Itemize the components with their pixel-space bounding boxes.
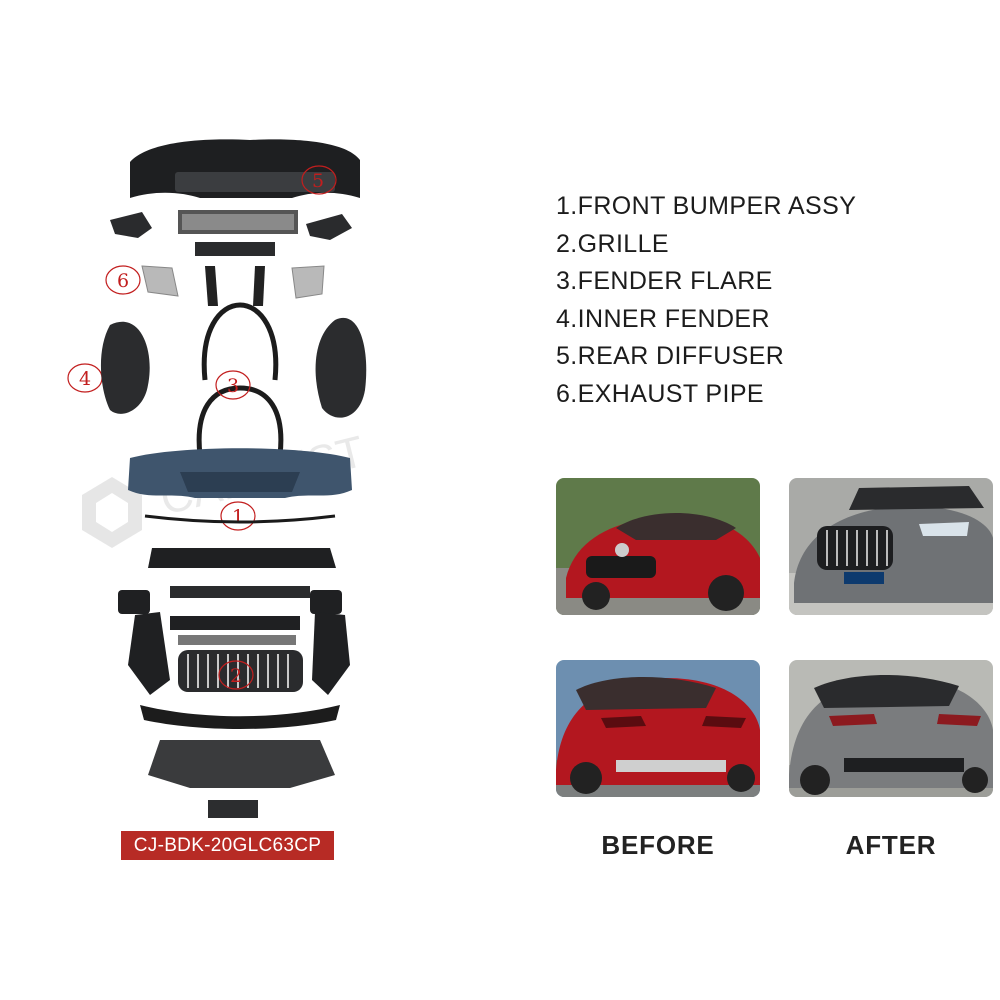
panamericana-grille [178, 650, 303, 692]
callout-circle [301, 165, 337, 195]
inner-fender-right [315, 317, 367, 418]
parts-list-item: 2.GRILLE [556, 229, 669, 258]
lower-grille-trim [170, 586, 310, 598]
callout-circle [215, 370, 251, 400]
bumper-trim-strip [144, 514, 336, 524]
grille-frame-strip [170, 616, 300, 630]
diffuser-bracket-right [306, 214, 352, 240]
fog-light-frame-left [118, 590, 150, 614]
parts-diagram-illustration: CARBEST 5 6 4 3 1 [67, 139, 369, 818]
product-code-badge: CJ-BDK-20GLC63CP [121, 831, 334, 860]
parts-list-item: 1.FRONT BUMPER ASSY [556, 192, 857, 220]
exhaust-bracket-right [253, 266, 265, 306]
underbody-skid-plate [148, 740, 335, 788]
after-front-photo [789, 478, 993, 615]
bumper-support-beam [148, 548, 336, 568]
callout-number: 5 [312, 170, 324, 192]
callout-number: 2 [230, 665, 242, 687]
callout-circle [105, 265, 141, 295]
fender-flare-lower [196, 385, 284, 456]
parts-diagram: CARBEST 5 6 4 3 1 [60, 120, 440, 840]
grille-chrome-strip [178, 635, 296, 645]
fender-flare-upper [201, 302, 279, 381]
parts-list-item: 5.REAR DIFFUSER [556, 342, 785, 370]
before-front-photo [556, 478, 760, 615]
exhaust-pipe-right [291, 265, 325, 299]
callout-number: 4 [79, 368, 91, 390]
callout-circle [220, 501, 256, 531]
callout-number: 1 [232, 506, 244, 528]
before-rear-photo [556, 660, 760, 797]
front-lip-spoiler [140, 705, 340, 729]
diffuser-bracket-left [110, 212, 152, 238]
license-plate-holder [208, 800, 258, 818]
parts-list-item: 6.EXHAUST PIPE [556, 379, 764, 408]
after-rear-photo [789, 660, 993, 797]
exhaust-pipe-left [141, 265, 179, 297]
callout-number: 3 [227, 375, 239, 397]
exhaust-bracket-left [205, 266, 218, 306]
diffuser-lower-piece [195, 242, 275, 256]
after-caption: AFTER [845, 830, 937, 860]
before-caption: BEFORE [601, 830, 715, 860]
fog-light-frame-right [310, 590, 342, 614]
parts-list-item: 3.FENDER FLARE [556, 267, 773, 295]
inner-fender-left [100, 321, 150, 414]
parts-list: 1.FRONT BUMPER ASSY 2.GRILLE 3.FENDER FL… [556, 188, 986, 413]
bumper-side-bracket-right [312, 612, 350, 695]
bumper-side-bracket-left [128, 612, 170, 695]
callout-circle [218, 660, 254, 690]
callout-number: 6 [117, 270, 129, 292]
parts-list-item: 4.INNER FENDER [556, 304, 770, 333]
